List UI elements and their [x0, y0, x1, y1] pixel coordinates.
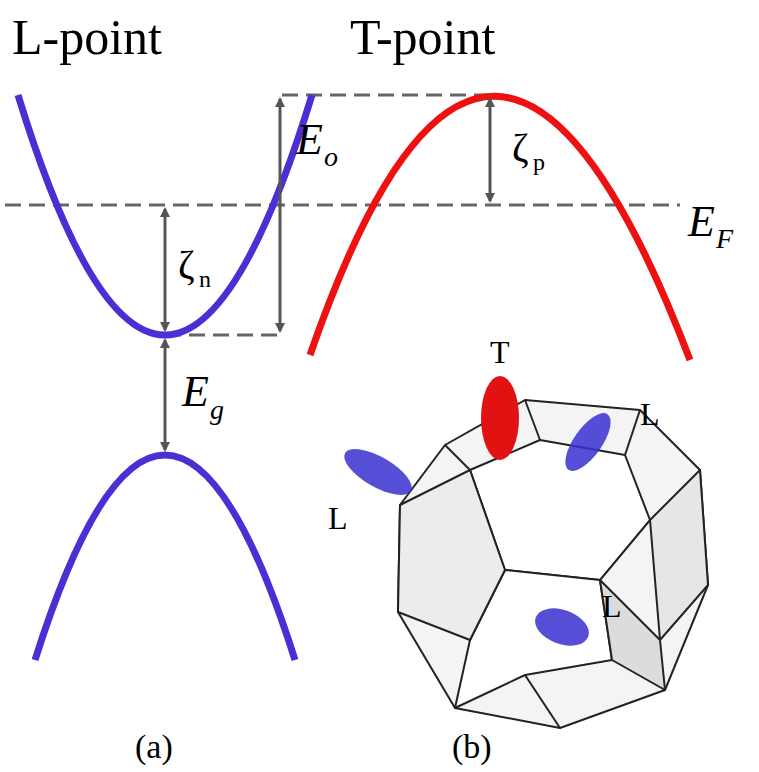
symbol: E — [296, 118, 323, 162]
t-pocket — [481, 376, 519, 460]
panel-label: (b) — [452, 730, 492, 764]
symbol: ζ — [512, 128, 529, 168]
fermi-line — [5, 204, 680, 207]
subscript: F — [716, 225, 733, 253]
point-label: T — [490, 336, 510, 368]
subscript: p — [533, 150, 545, 174]
point-label: L — [640, 398, 660, 430]
panel-label: (a) — [135, 730, 173, 764]
energy-arrow — [164, 340, 167, 450]
conduction-band — [18, 95, 312, 335]
panel-title: L-point — [12, 12, 162, 62]
symbol: ζ — [178, 245, 195, 285]
point-label: L — [602, 590, 622, 622]
l-pocket — [338, 440, 419, 504]
energy-arrow — [489, 99, 492, 201]
valence-band — [35, 455, 295, 660]
subscript: g — [210, 396, 224, 424]
subscript: o — [324, 143, 338, 171]
l-pocket — [530, 601, 594, 652]
symbol: E — [182, 370, 209, 414]
brillouin-zone — [398, 400, 708, 728]
l-pocket — [557, 406, 619, 478]
panel-title: T-point — [350, 12, 495, 62]
energy-arrow — [164, 209, 167, 330]
energy-arrow — [279, 99, 282, 331]
hole-band — [310, 96, 690, 360]
point-label: L — [328, 502, 348, 534]
symbol: E — [688, 200, 715, 244]
subscript: n — [199, 267, 211, 291]
